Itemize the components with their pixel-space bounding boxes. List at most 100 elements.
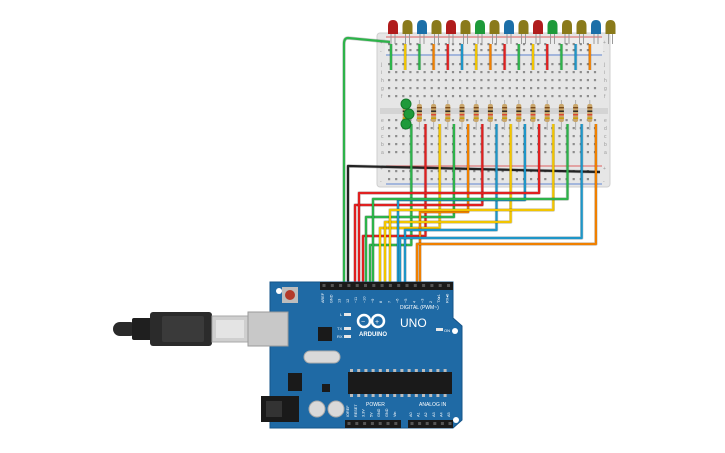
breadboard-hole [480,79,483,82]
digital-pin-label-socket [322,284,326,287]
rail-hole [444,49,447,52]
resistor-band [487,110,493,112]
chip-pin [407,394,411,397]
rail-hole [515,43,518,46]
breadboard-hole [586,143,589,146]
l-led [344,313,351,316]
resistor-band [502,117,508,119]
row-letter-right: d [604,126,607,132]
rail-hole [388,178,391,181]
breadboard-hole [451,63,455,66]
rail-plus-label-bottom: + [380,166,383,172]
breadboard-hole [416,135,419,138]
rail-hole [579,49,582,52]
digital-pin-label-socket [430,284,434,287]
breadboard-hole [395,143,398,146]
power-pin-label-socket [347,422,351,425]
rail-hole [515,178,518,181]
breadboard-hole [409,119,412,122]
rail-hole [501,178,504,181]
breadboard-hole [388,143,391,146]
rail-hole [494,43,497,46]
breadboard-hole [388,127,391,130]
digital-header [320,282,453,290]
breadboard-hole [572,135,575,138]
breadboard-hole [395,151,398,154]
reset-button[interactable] [285,290,295,300]
wire-signal [398,124,583,284]
row-letter-left: e [381,118,384,124]
breadboard-hole [416,143,419,146]
resistor-band [502,107,508,109]
breadboard-hole [565,79,568,82]
breadboard-hole [537,79,540,82]
breadboard-hole [572,151,575,154]
breadboard-hole [522,119,526,122]
digital-pin-label-socket [330,284,334,287]
resistor-band [416,107,422,109]
rail-hole [544,49,547,52]
breadboard-hole [402,95,405,98]
breadboard-hole [416,95,419,98]
chip-pin [393,394,397,397]
breadboard-hole [593,95,597,98]
led [547,20,558,34]
breadboard-center-gap [380,108,608,114]
resistor-band [487,114,493,116]
rail-hole [473,170,476,173]
breadboard-hole [586,63,589,66]
rail-hole [395,170,398,173]
breadboard-hole [544,127,547,130]
led [562,20,572,34]
arduino-logo-icon: − + [356,313,386,329]
breadboard-hole [586,127,589,130]
digital-pin-label-socket [388,284,392,287]
row-letter-right: g [604,86,607,92]
breadboard-hole [572,143,575,146]
digital-pin-label: TX▸1 [437,294,441,303]
resistor-body [502,104,508,122]
resistor-band [544,114,550,116]
mount-hole-1 [276,288,282,294]
breadboard-hole [402,87,405,90]
usb-cable[interactable] [113,312,249,346]
resistor-band [516,107,522,109]
power-pin-label-socket [394,422,398,425]
resistor-band [558,110,564,112]
rail-hole [388,43,391,46]
breadboard-hole [437,95,440,98]
breadboard-hole [480,71,483,74]
row-letter-left: f [381,94,383,100]
rail-hole [437,43,440,46]
breadboard-hole [551,95,554,98]
breadboard-hole [466,63,469,66]
breadboard-hole [423,95,426,98]
power-pin-label: 5V [369,412,373,417]
resistor-band [431,114,437,116]
resistor-band [431,107,437,109]
rail-hole [444,170,447,173]
resistor-band [402,117,408,119]
breadboard-hole [409,87,412,90]
breadboard-hole [558,71,561,74]
rail-hole [537,43,540,46]
rail-hole [473,43,476,46]
resistor-band [516,110,522,112]
breadboard-hole [473,135,476,138]
rail-hole [480,49,483,52]
wire-signal [361,124,427,284]
rail-hole [402,178,405,181]
led [576,20,587,34]
breadboard-hole [537,119,540,122]
led [533,20,543,34]
breadboard-hole [416,127,419,130]
breadboard-hole [586,151,589,154]
breadboard-hole [508,95,511,98]
rail-hole [487,170,490,173]
breadboard-hole [451,119,455,122]
breadboard-hole [402,79,405,82]
digital-pin-label-socket [355,284,359,287]
row-letter-right: a [604,150,607,156]
